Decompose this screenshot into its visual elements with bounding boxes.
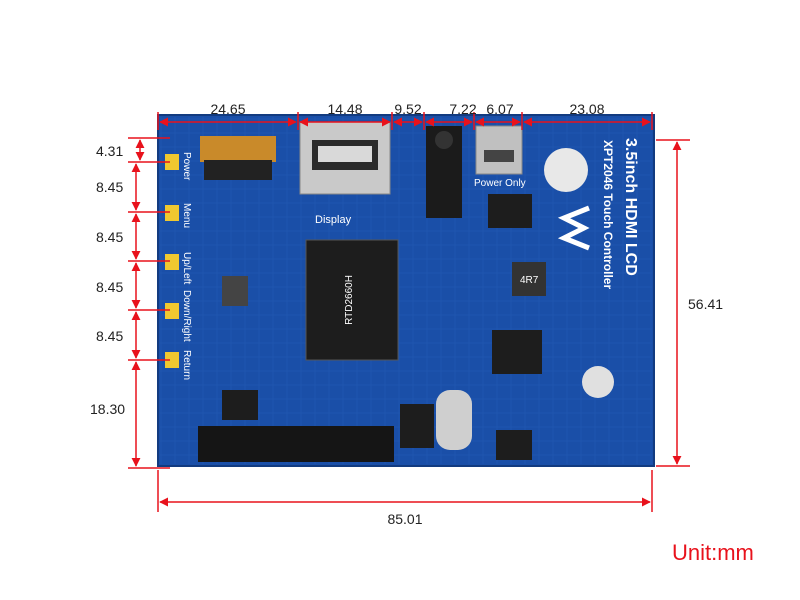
small-ic-2	[400, 404, 434, 448]
ribbon-connector	[200, 136, 276, 180]
display-label: Display	[315, 214, 352, 226]
dim-left-5: 8.45	[96, 328, 123, 344]
dim-height: 56.41	[688, 296, 723, 312]
dim-left-1: 4.31	[96, 143, 123, 159]
dim-top-1: 24.65	[210, 101, 245, 117]
crystal	[436, 390, 472, 450]
regulator-chip	[492, 330, 542, 374]
small-ic-3	[496, 430, 532, 460]
dim-top-3: 9.52	[394, 101, 421, 117]
dim-top-2: 14.48	[327, 101, 362, 117]
dim-top-4: 7.22	[449, 101, 476, 117]
button-label-power: Power	[181, 152, 192, 181]
dim-left-4: 8.45	[96, 279, 123, 295]
dim-width: 85.01	[387, 511, 422, 527]
button-label-menu: Menu	[181, 203, 192, 228]
button-label-down-right: Down/Right	[181, 290, 192, 342]
gpio-header	[198, 426, 394, 462]
small-ic	[222, 390, 258, 420]
brand-logo	[544, 148, 590, 251]
dim-left-6: 18.30	[90, 401, 125, 417]
hdmi-connector	[299, 121, 391, 195]
board-subtitle: XPT2046 Touch Controller	[601, 140, 615, 289]
inductor-label: 4R7	[520, 275, 539, 286]
chip-label: RTD2660H	[344, 275, 355, 325]
audio-jack	[426, 126, 462, 218]
button-label-return: Return	[181, 350, 192, 380]
dim-left-3: 8.45	[96, 229, 123, 245]
main-chip: RTD2660H	[305, 239, 399, 361]
dim-top-6: 23.08	[569, 101, 604, 117]
micro-usb-connector	[475, 125, 523, 175]
small-inductor	[222, 276, 248, 306]
dimension-lines	[128, 112, 690, 512]
unit-label: Unit:mm	[672, 540, 754, 565]
power-only-label: Power Only	[474, 178, 526, 189]
button-label-up-left: Up/Left	[181, 252, 192, 284]
inductor	[512, 262, 546, 296]
dim-top-5: 6.07	[486, 101, 513, 117]
board-title: 3.5inch HDMI LCD	[622, 138, 639, 276]
side-buttons	[165, 154, 179, 368]
dim-left-2: 8.45	[96, 179, 123, 195]
ic-chip	[488, 194, 532, 228]
qc-sticker	[582, 366, 614, 398]
